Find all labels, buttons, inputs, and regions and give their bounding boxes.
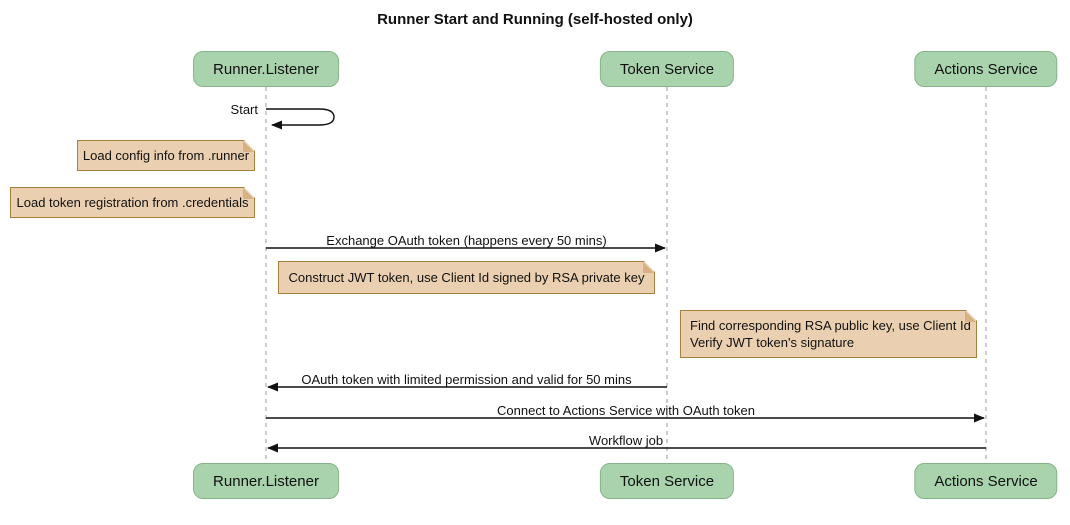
message-exchange-label: Exchange OAuth token (happens every 50 m…	[326, 233, 607, 248]
actor-bottom-token-service: Token Service	[599, 463, 735, 499]
self-loop-arrow-start	[266, 108, 335, 130]
message-start-label: Start	[230, 102, 258, 117]
actor-bottom-actions-service: Actions Service	[914, 463, 1058, 499]
actor-top-runner-listener: Runner.Listener	[193, 51, 339, 87]
note-load-config-text: Load config info from .runner	[82, 148, 250, 163]
actor-top-token-service: Token Service	[599, 51, 735, 87]
message-connect-label: Connect to Actions Service with OAuth to…	[497, 403, 755, 418]
note-load-credentials: Load token registration from .credential…	[10, 187, 255, 218]
note-load-credentials-text: Load token registration from .credential…	[16, 195, 249, 210]
note-fold-icon	[965, 311, 976, 322]
note-fold-icon	[243, 141, 254, 152]
note-verify-jwt: Find corresponding RSA public key, use C…	[680, 310, 977, 358]
note-load-config: Load config info from .runner	[77, 140, 255, 171]
note-fold-icon	[643, 262, 654, 273]
note-verify-jwt-line2: Verify JWT token's signature	[690, 335, 855, 350]
message-oauth-return-label: OAuth token with limited permission and …	[301, 372, 632, 387]
note-construct-jwt-text: Construct JWT token, use Client Id signe…	[288, 270, 645, 285]
diagram-title: Runner Start and Running (self-hosted on…	[377, 11, 693, 28]
note-fold-icon	[243, 188, 254, 199]
actor-top-actions-service: Actions Service	[914, 51, 1058, 87]
message-workflow-label: Workflow job	[588, 433, 664, 448]
actor-bottom-runner-listener: Runner.Listener	[193, 463, 339, 499]
note-construct-jwt: Construct JWT token, use Client Id signe…	[278, 261, 655, 294]
note-verify-jwt-line1: Find corresponding RSA public key, use C…	[690, 318, 971, 333]
